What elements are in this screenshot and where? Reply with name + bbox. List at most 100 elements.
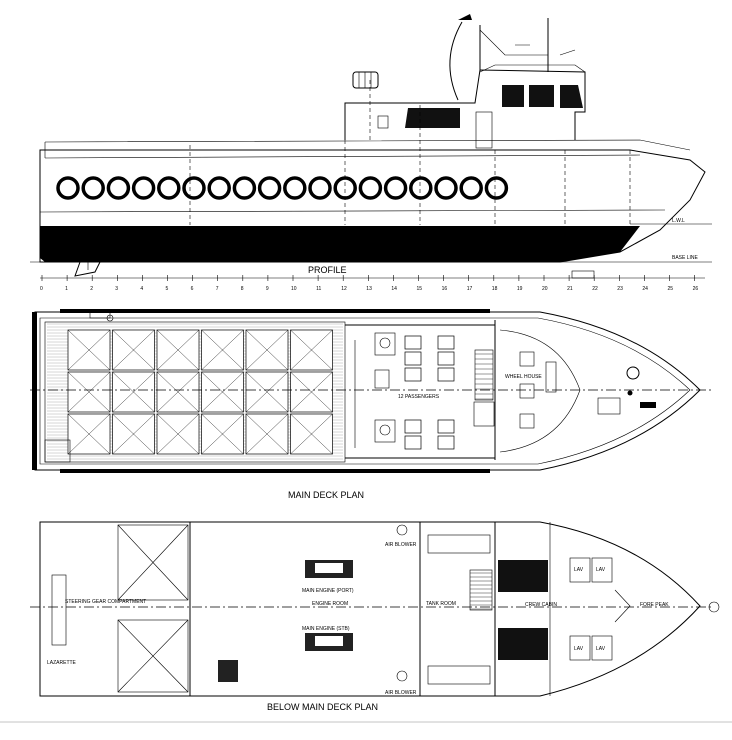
main-deck-plan: 12 PASSENGERS WHEEL HOUSE MAIN DECK PLAN (30, 309, 712, 500)
anchor-winch (626, 366, 640, 380)
fender (409, 176, 433, 200)
frame-number: 0 (40, 286, 43, 292)
frame-number: 6 (191, 286, 194, 292)
frame-number: 22 (592, 286, 598, 292)
centreline-symbol (708, 601, 720, 613)
wc-port (374, 332, 396, 356)
frame-number: 20 (542, 286, 548, 292)
lwl-label: L.W.L (672, 218, 685, 224)
engine-room-label: ENGINE ROOM (312, 601, 348, 607)
lav-label: LAV (574, 567, 584, 573)
radar-arch (449, 21, 463, 101)
fender (157, 176, 181, 200)
frame-number: 24 (642, 286, 648, 292)
container-slot (67, 329, 111, 371)
frame-number: 2 (90, 286, 93, 292)
fender (484, 176, 509, 200)
frame-number: 7 (216, 286, 219, 292)
rudder (74, 261, 101, 277)
container-slot (245, 413, 289, 455)
fender (106, 176, 131, 200)
seat (437, 419, 455, 434)
engine-port-label: MAIN ENGINE (PORT) (302, 588, 354, 594)
seat (404, 419, 422, 434)
frame-number: 14 (391, 286, 397, 292)
air-blower-icon (396, 670, 408, 682)
container-slot (245, 371, 289, 413)
main-engine-stbd (305, 633, 353, 651)
container-slot (156, 371, 200, 413)
fender (434, 176, 458, 200)
frame-number: 18 (492, 286, 498, 292)
passengers-label: 12 PASSENGERS (398, 394, 440, 400)
frame-number: 8 (241, 286, 244, 292)
stairs (474, 349, 494, 401)
seat (437, 351, 455, 366)
air-blower-label: AIR BLOWER (385, 542, 417, 548)
main-deck-title: MAIN DECK PLAN (288, 490, 364, 500)
profile-title: PROFILE (308, 265, 347, 275)
lav-label: LAV (574, 646, 584, 652)
life-raft (352, 71, 379, 89)
below-deck-plan: STEERING GEAR COMPARTMENT LAZARETTE MAIN… (30, 521, 720, 712)
superstructure (344, 69, 586, 140)
engine-stbd-label: MAIN ENGINE (STB) (302, 626, 350, 632)
frame-number: 3 (115, 286, 118, 292)
wheelhouse-window (502, 85, 524, 107)
fender (383, 176, 408, 200)
base-line-label: BASE LINE (672, 255, 699, 261)
below-deck-title: BELOW MAIN DECK PLAN (267, 702, 378, 712)
container-slot (156, 329, 200, 371)
wheelhouse-window (529, 85, 554, 107)
container-slot (245, 329, 289, 371)
frame-number: 10 (291, 286, 297, 292)
container-slot (112, 329, 155, 371)
wheelhouse-window (560, 85, 583, 108)
fender (207, 176, 231, 200)
frame-number: 5 (166, 286, 169, 292)
frame-number: 9 (266, 286, 269, 292)
frame-number: 23 (617, 286, 623, 292)
container-grid (67, 329, 333, 455)
container-slot (201, 413, 244, 455)
fore-peak-label: FORE PEAK (640, 602, 669, 608)
container-slot (156, 413, 200, 455)
wheelhouse-window (405, 108, 460, 128)
fender (308, 176, 332, 200)
seat (404, 435, 422, 450)
fender (358, 176, 383, 200)
frame-number: 15 (417, 286, 423, 292)
tank-room-label: TANK ROOM (426, 601, 456, 607)
fender (56, 176, 80, 200)
lav-label: LAV (596, 646, 606, 652)
seat (437, 367, 455, 382)
cargo-deck (44, 321, 346, 463)
container-slot (290, 413, 333, 455)
fender (283, 176, 307, 200)
crew-cabin-label: CREW CABIN (525, 602, 557, 608)
frame-number: 19 (517, 286, 523, 292)
air-blower-icon (396, 524, 408, 536)
frame-number: 16 (442, 286, 448, 292)
seat (404, 351, 422, 366)
frame-number: 11 (316, 286, 321, 292)
profile-view: L.W.L BASE LINE PROFILE (30, 14, 712, 277)
steering-gear-label: STEERING GEAR COMPARTMENT (65, 599, 146, 605)
fender (257, 176, 282, 200)
hull-bottom (40, 226, 640, 262)
lav-label: LAV (596, 567, 606, 573)
main-engine-port (305, 560, 353, 578)
mast (479, 18, 549, 72)
below-deck-hull (39, 521, 701, 697)
seat (404, 367, 422, 382)
profile-frame-lines (189, 80, 631, 225)
passenger-seats (404, 335, 455, 450)
container-slot (67, 371, 111, 413)
seat (437, 335, 455, 350)
wheel-house-label: WHEEL HOUSE (505, 374, 542, 380)
fender (131, 176, 156, 200)
frame-number: 17 (467, 286, 473, 292)
fender (81, 176, 105, 200)
